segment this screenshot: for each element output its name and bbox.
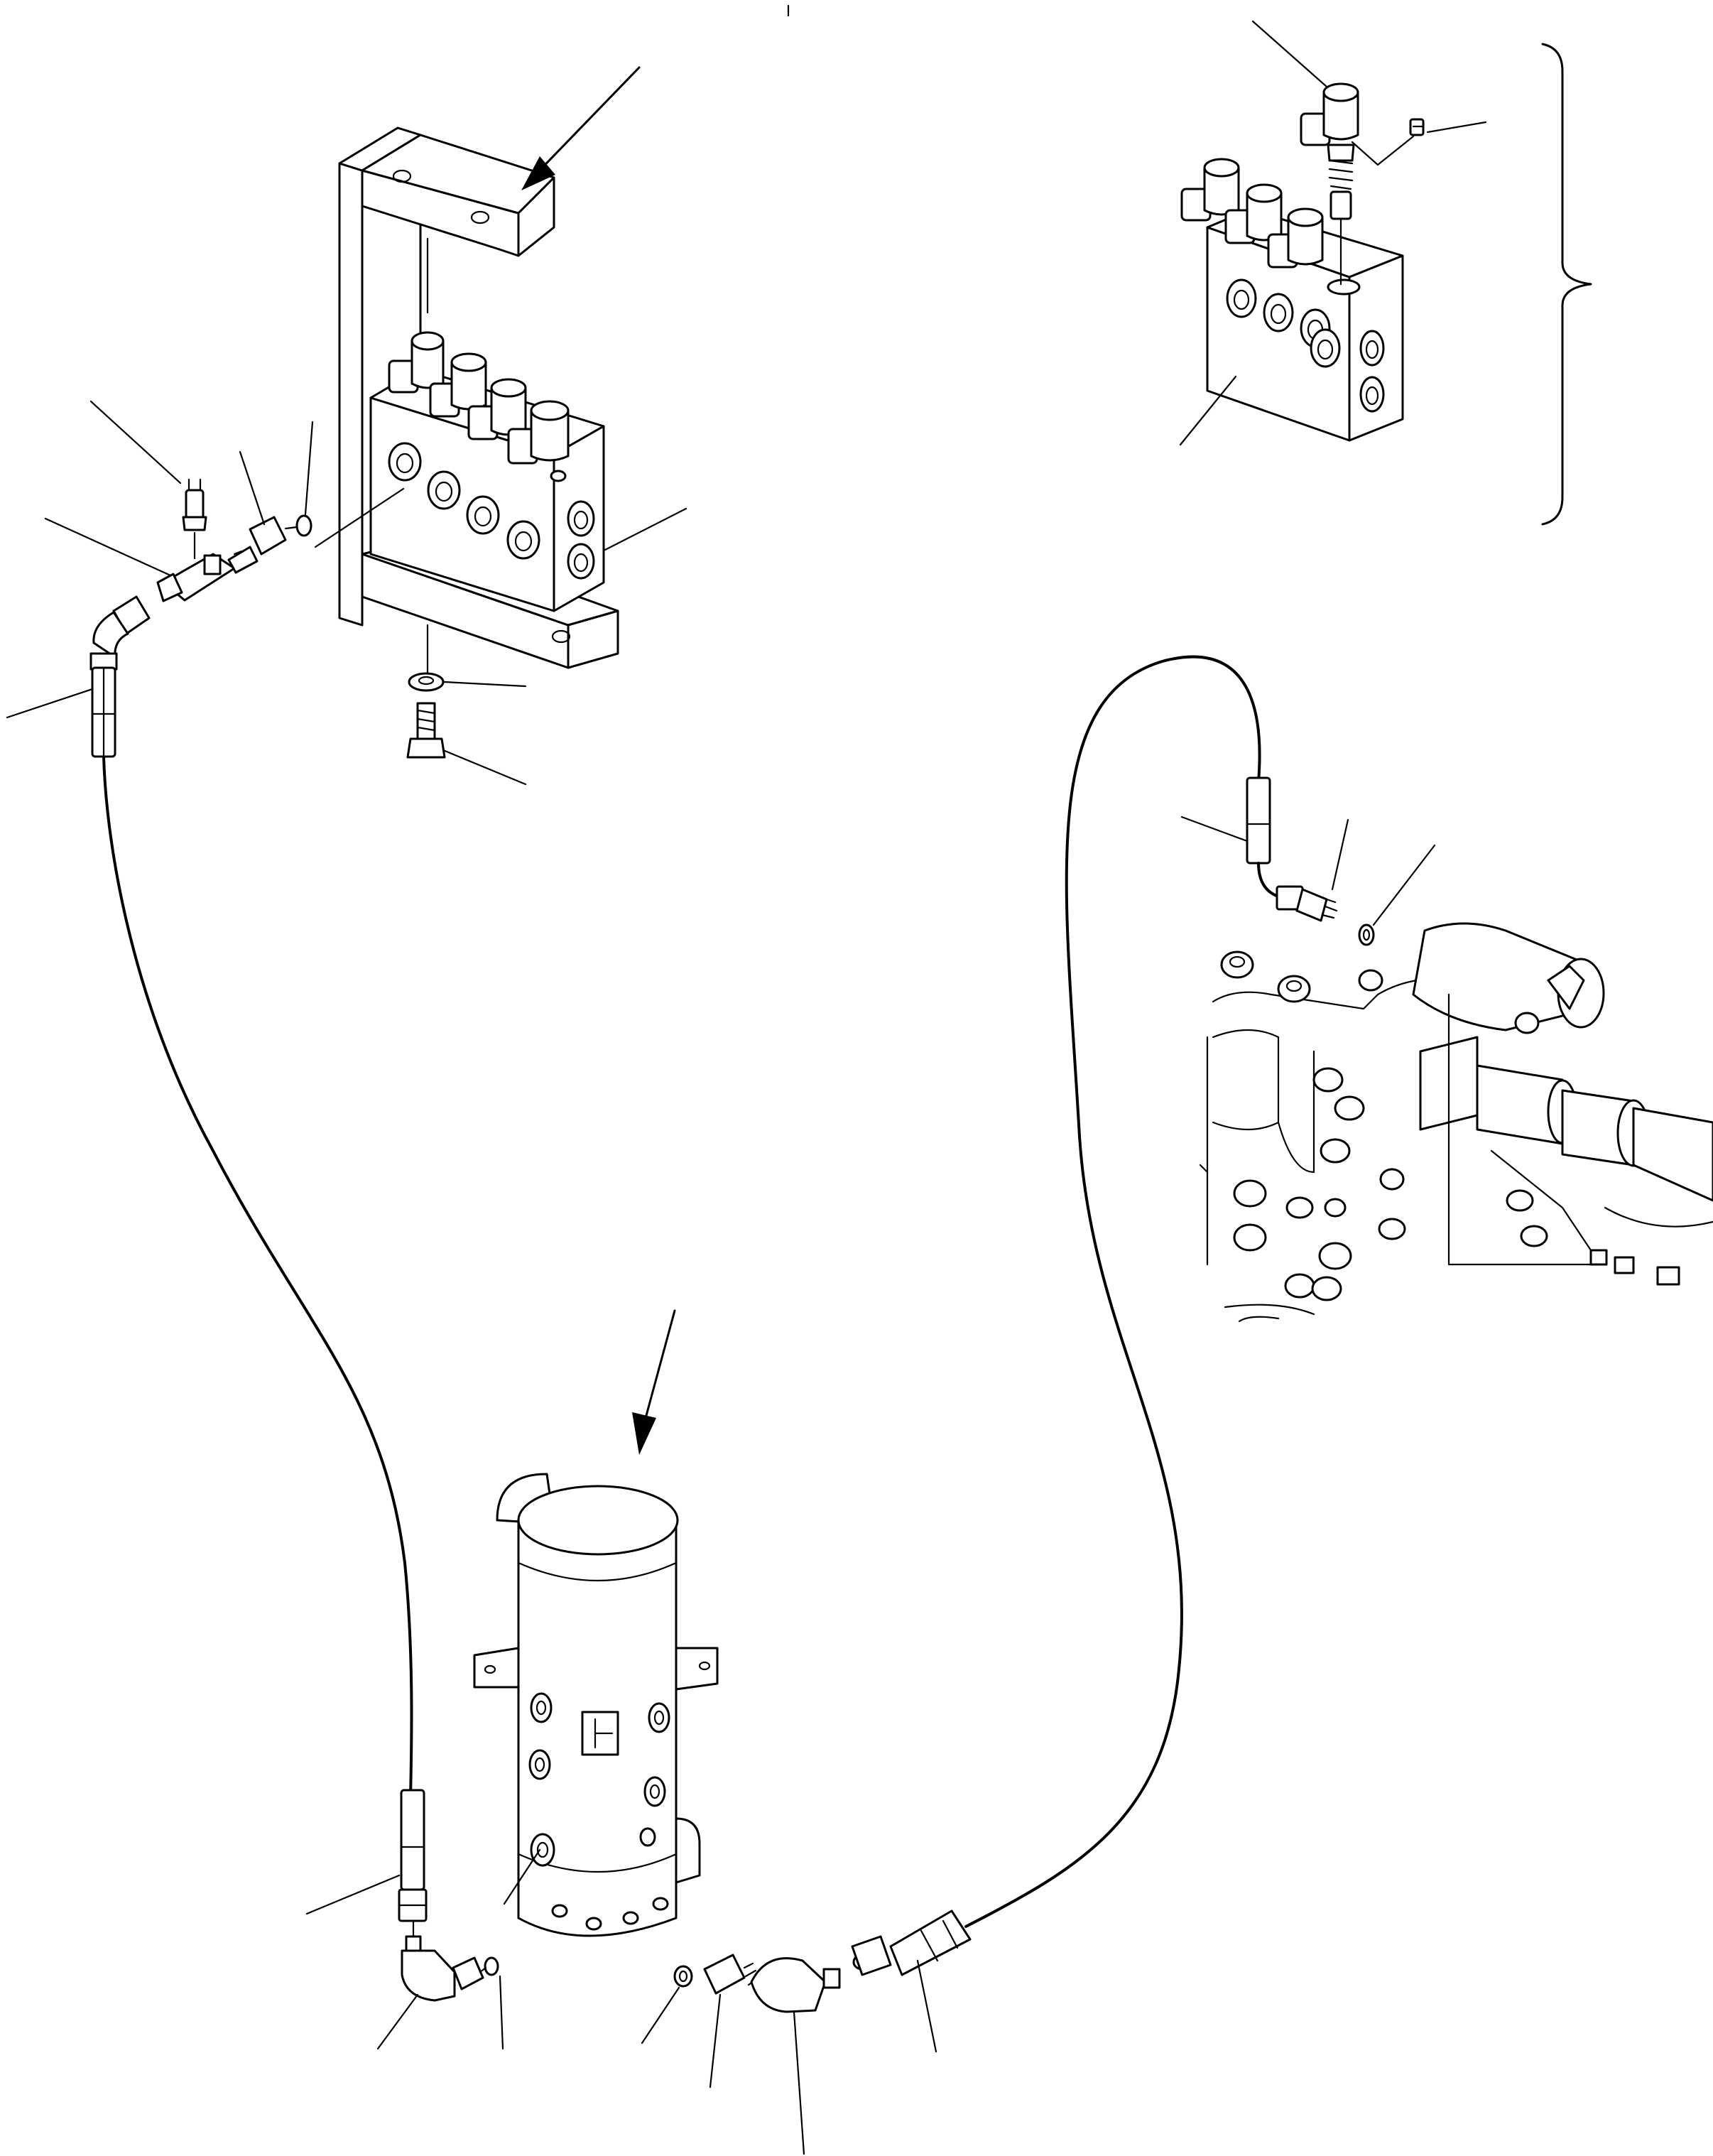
- leader-line: [6, 688, 94, 719]
- lower-left-hose-end: [398, 1789, 499, 2002]
- tee-fitting-assembly: [156, 478, 312, 602]
- leader-line: [239, 450, 266, 526]
- pressure-switches: [388, 331, 570, 482]
- leader-line: [641, 1986, 680, 2044]
- right-hose-end: [1246, 776, 1375, 946]
- housing-bolts: [1220, 950, 1680, 1301]
- leader-line: [376, 1993, 419, 2050]
- leader-line: [442, 749, 527, 786]
- swivel-joint: [473, 1473, 719, 1937]
- leader-line: [1180, 816, 1249, 843]
- inset-ports: [1226, 278, 1385, 413]
- hose-left: [102, 755, 413, 1799]
- assembly-arrows: [521, 66, 676, 1455]
- leader-line: [1426, 121, 1487, 134]
- leader-line: [89, 400, 182, 484]
- leader-line: [1179, 375, 1237, 446]
- detail-inset-block: [1180, 43, 1592, 526]
- leader-line: [443, 681, 527, 688]
- leader-line: [305, 1874, 401, 1915]
- leader-line: [1372, 844, 1436, 926]
- inset-switches: [1180, 158, 1361, 296]
- leader-line: [503, 1848, 541, 1905]
- leader-line: [304, 421, 314, 516]
- leader-line: [1251, 20, 1328, 88]
- distribution-block: [369, 331, 605, 612]
- callout-leader-lines: [6, 20, 1487, 2155]
- left-hose-end: [89, 595, 151, 758]
- arrow-head-swivel: [632, 1412, 656, 1455]
- leader-line: [314, 487, 405, 548]
- leader-line: [604, 507, 687, 551]
- block-ports: [388, 442, 595, 580]
- transmission-housing: [1199, 922, 1713, 1323]
- inset-brace: [1541, 43, 1592, 526]
- leader-line: [793, 2010, 805, 2155]
- leader-line: [44, 517, 172, 577]
- leader-line: [499, 1975, 504, 2050]
- swivel-ports: [528, 1692, 670, 1931]
- inset-exploded-switch: [1300, 82, 1425, 286]
- hose-right: [964, 655, 1261, 1928]
- arrow-head-bracket: [521, 156, 555, 190]
- leader-line: [916, 1959, 937, 2053]
- lower-right-fittings: [673, 1909, 972, 2013]
- leader-line: [1331, 818, 1349, 891]
- washer-and-bolt: [406, 624, 446, 759]
- leader-line: [709, 1993, 722, 2089]
